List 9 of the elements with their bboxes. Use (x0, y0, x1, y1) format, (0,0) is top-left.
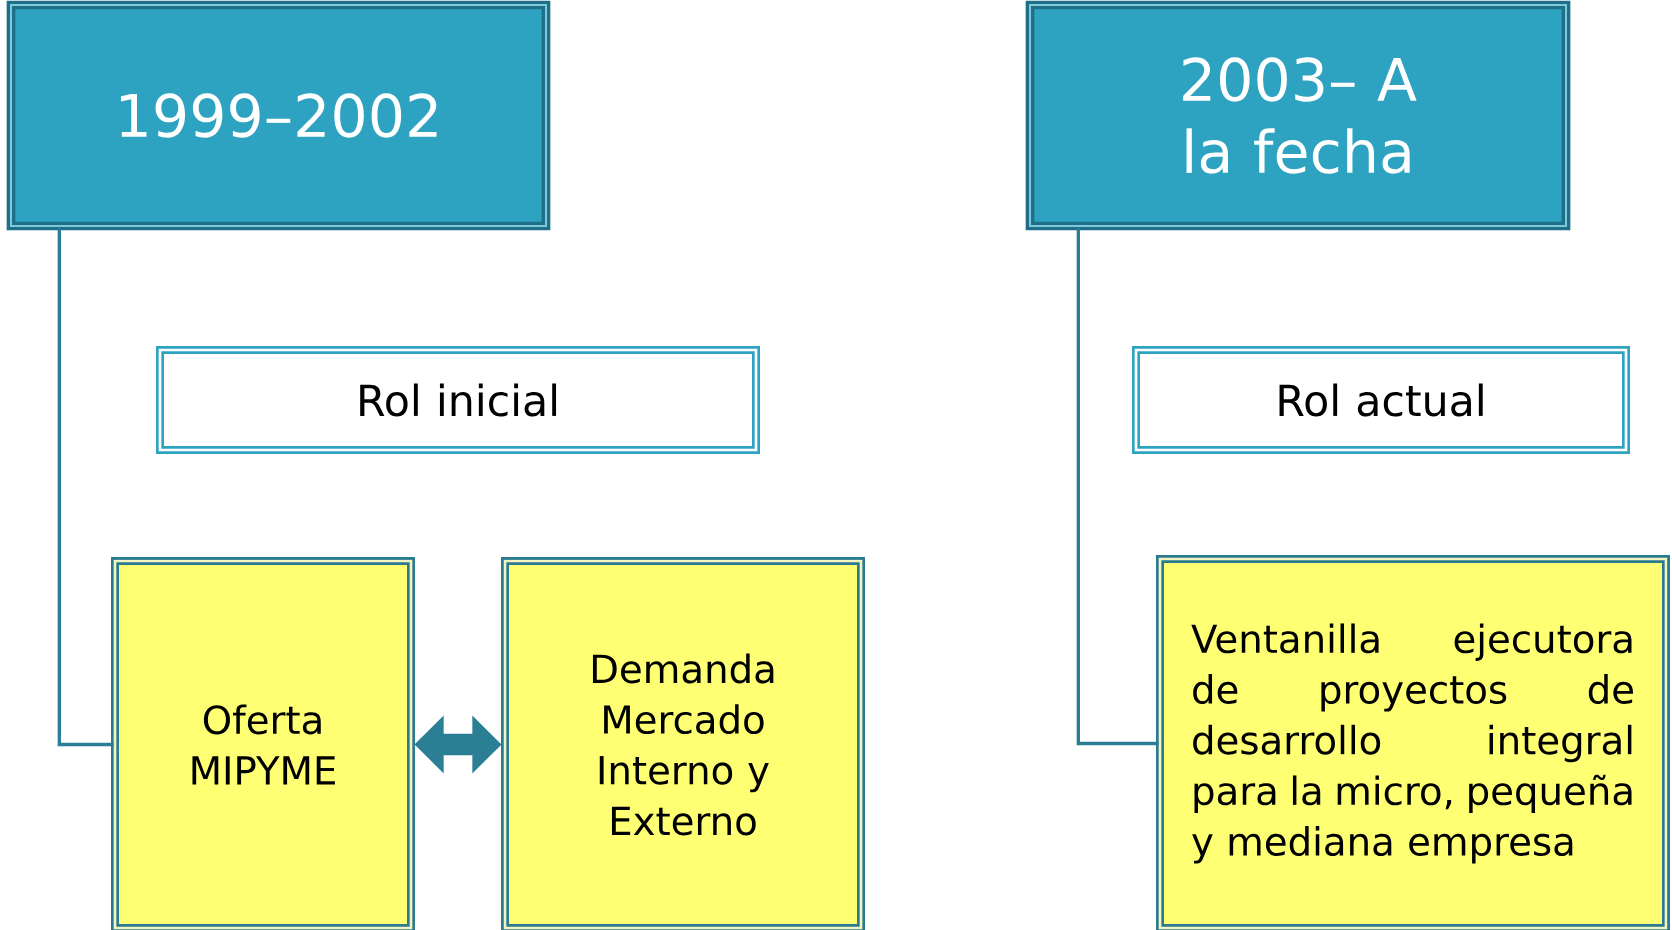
text-box: Oferta MIPYME (111, 557, 415, 930)
role-box: Rol inicial (156, 346, 760, 454)
connector-line (57, 227, 114, 747)
role-box: Rol actual (1132, 346, 1630, 454)
header-box: 2003– A la fecha (1025, 0, 1571, 231)
text-box: Ventanilla ejecutora de proyectos de desarrollo integral para la micro, pequeña y mediana empresa (1156, 555, 1670, 930)
text-box: Demanda Mercado Interno y Externo (501, 557, 865, 930)
header-box: 1999–2002 (6, 0, 551, 231)
connector-line (1076, 227, 1159, 746)
